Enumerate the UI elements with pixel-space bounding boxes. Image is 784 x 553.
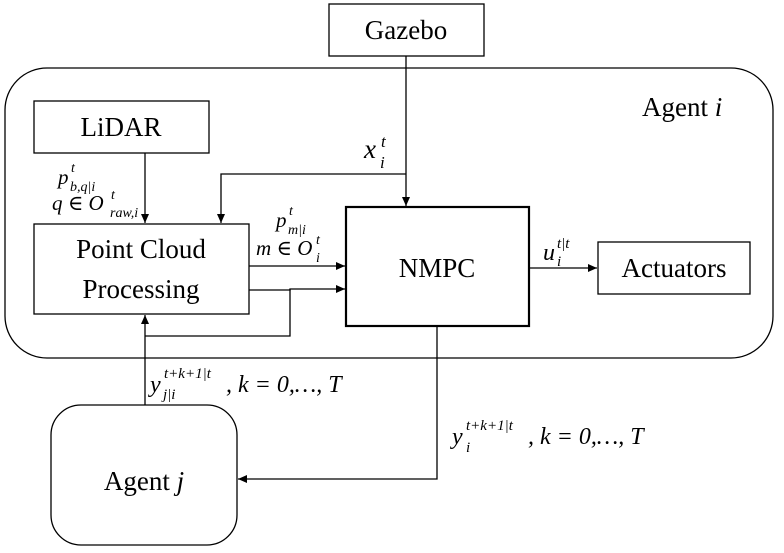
svg-text:q ∈ O: q ∈ O (52, 191, 104, 215)
lidar-box (33, 100, 210, 154)
lidar-set-label: q ∈ O t raw,i (52, 188, 138, 221)
nmpc-label: NMPC (399, 253, 476, 283)
svg-text:i: i (316, 251, 320, 266)
obstacle-set-label: m ∈ O t i (256, 233, 321, 266)
svg-text:t: t (316, 233, 321, 248)
svg-text:t: t (71, 161, 76, 176)
svg-text:u: u (543, 240, 555, 266)
svg-text:t+k+1|t: t+k+1|t (164, 366, 212, 382)
svg-text:y: y (148, 372, 161, 398)
point-cloud-processing-box (33, 223, 250, 315)
neighbor-prediction-label: y t+k+1|t j|i , k = 0,…, T (148, 366, 343, 403)
actuators-box (597, 241, 751, 295)
svg-text:b,q|i: b,q|i (70, 180, 95, 195)
svg-text:j|i: j|i (161, 387, 175, 403)
agent-prediction-label: y t+k+1|t i , k = 0,…, T (450, 418, 645, 456)
svg-text:p: p (56, 165, 69, 189)
state-label: x t i (363, 132, 387, 172)
actuators-label: Actuators (622, 253, 727, 283)
svg-text:t: t (381, 132, 387, 151)
svg-text:i: i (380, 153, 385, 172)
point-cloud-label-line2: Processing (83, 274, 200, 304)
svg-text:m ∈ O: m ∈ O (256, 236, 312, 260)
gazebo-box (328, 3, 485, 57)
svg-text:p: p (274, 208, 287, 232)
svg-text:x: x (363, 134, 376, 164)
gazebo-label: Gazebo (365, 15, 447, 45)
svg-text:t+k+1|t: t+k+1|t (466, 418, 514, 434)
agent-j-label: Agent j (104, 466, 184, 496)
control-input-label: u t|t i (543, 236, 570, 270)
svg-text:y: y (450, 424, 463, 450)
svg-text:, k = 0,…, T: , k = 0,…, T (226, 372, 343, 398)
svg-text:t: t (111, 188, 116, 203)
svg-text:m|i: m|i (288, 223, 306, 238)
svg-text:i: i (557, 254, 561, 270)
svg-text:t|t: t|t (557, 236, 570, 252)
lidar-points-label: p t b,q|i (56, 161, 95, 195)
svg-text:i: i (466, 440, 470, 456)
arrow-neighbor-to-nmpc (145, 289, 291, 337)
svg-text:raw,i: raw,i (110, 206, 138, 221)
agent-j-box (50, 404, 238, 546)
svg-text:, k = 0,…, T: , k = 0,…, T (528, 424, 645, 450)
arrow-nmpc-to-agent-j (238, 326, 438, 483)
obstacle-points-label: p t m|i (274, 204, 306, 238)
agent-i-label: Agent i (642, 92, 722, 122)
arrow-state-to-pcp (217, 173, 406, 223)
svg-text:t: t (289, 204, 294, 219)
lidar-label: LiDAR (81, 112, 162, 142)
point-cloud-label-line1: Point Cloud (76, 234, 206, 264)
